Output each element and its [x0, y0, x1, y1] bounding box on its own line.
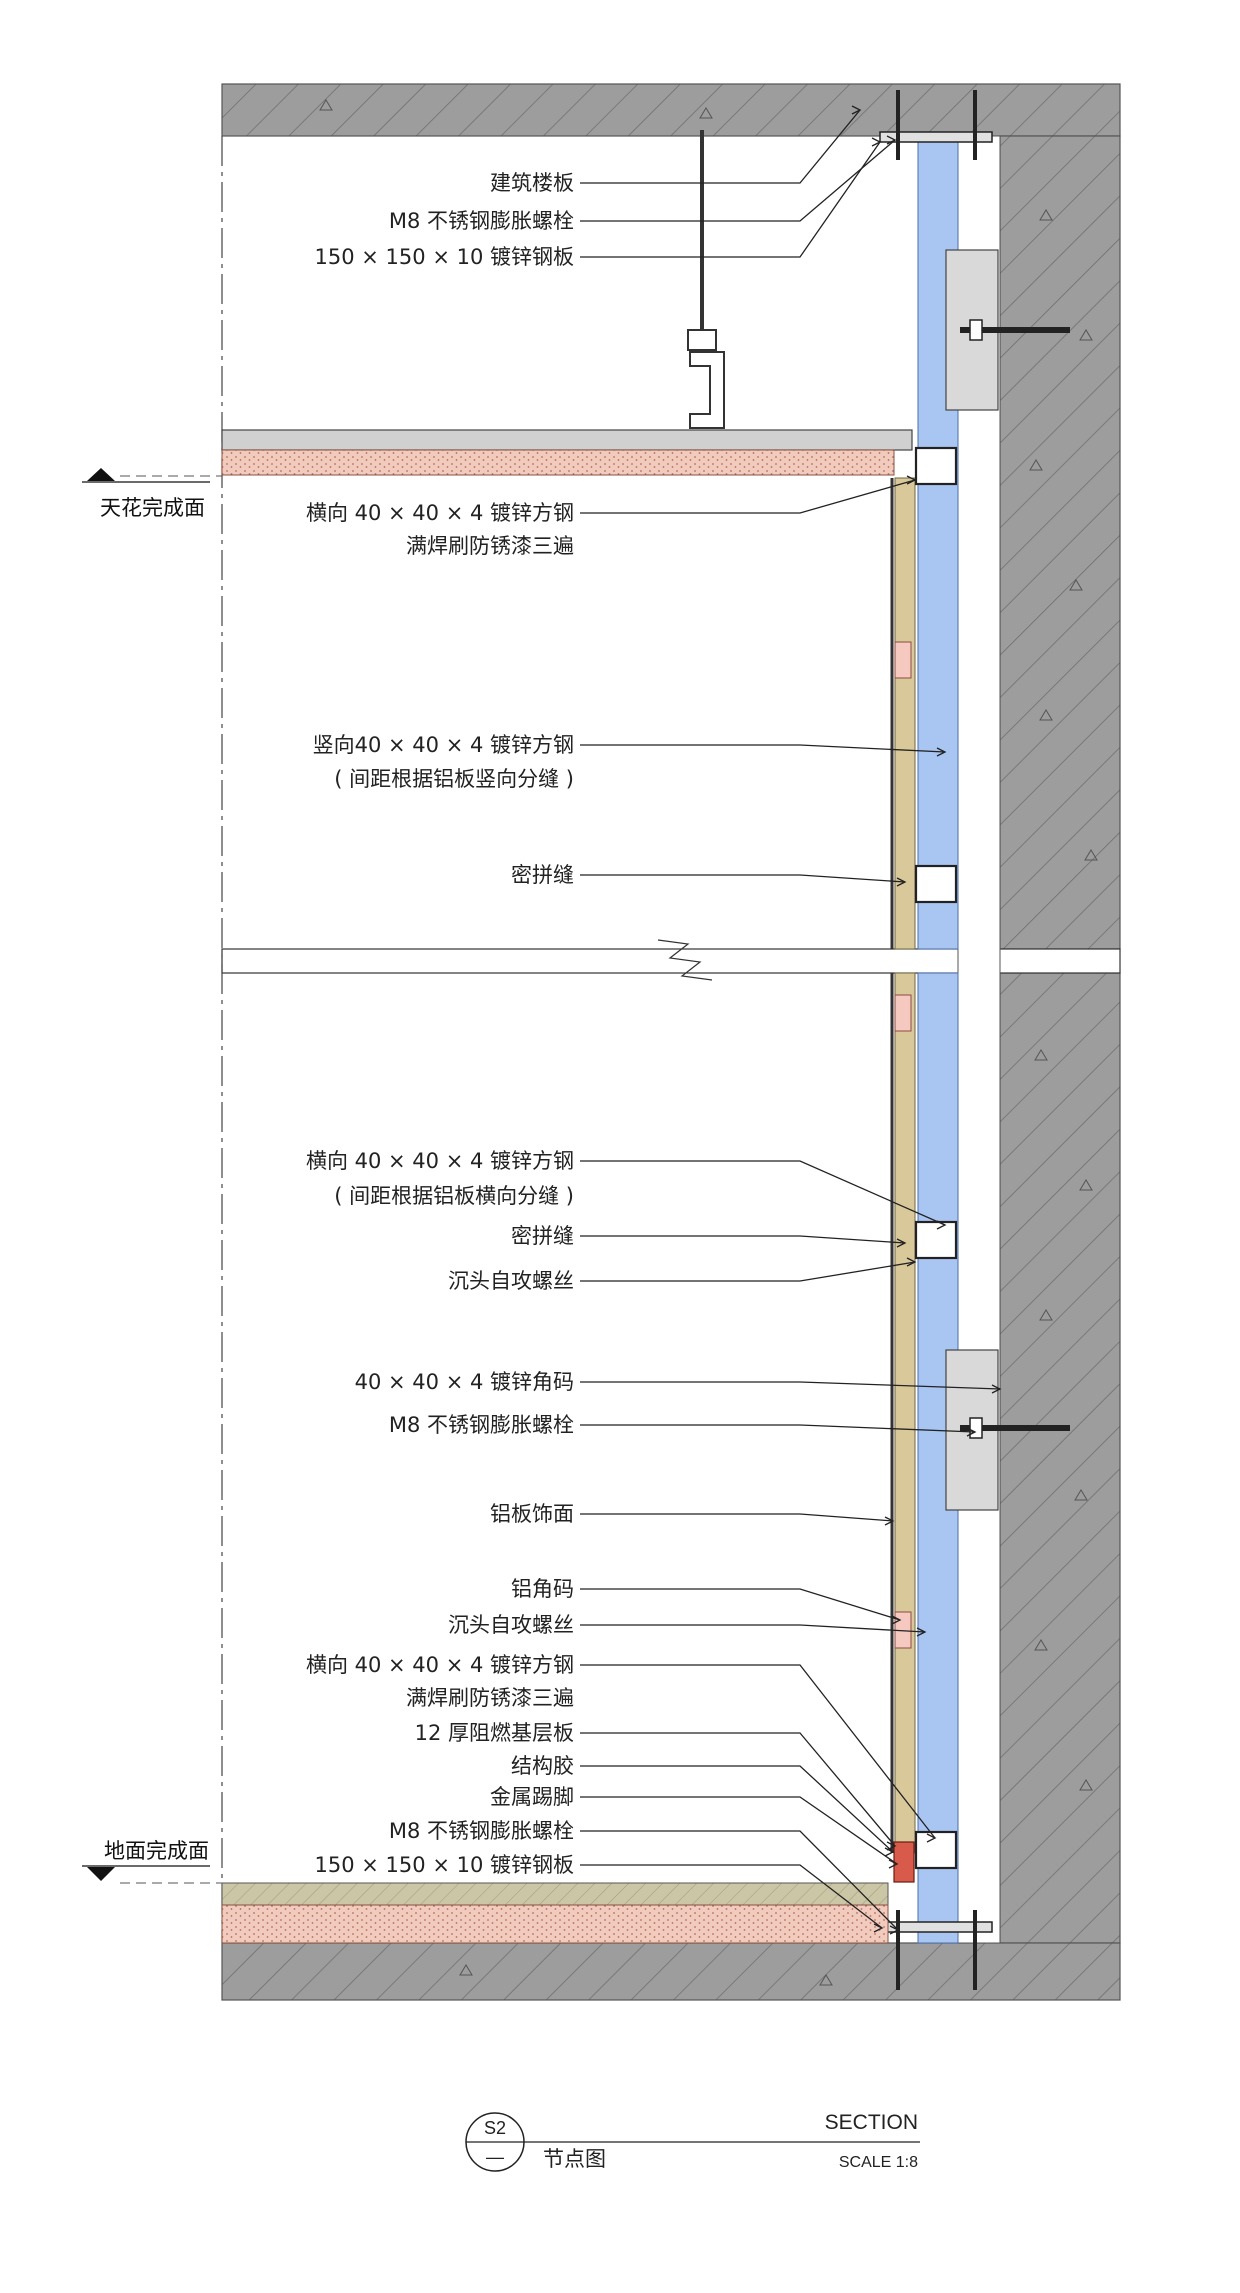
leader-arrowhead [884, 1847, 895, 1857]
callout-leader [580, 1830, 899, 1931]
callout-label: 铝板饰面 [490, 1502, 574, 1526]
callout-label: 150 × 150 × 10 镀锌钢板 [315, 245, 574, 269]
callout-label: 竖向40 × 40 × 4 镀锌方钢 [313, 733, 574, 757]
floor-slab [221, 1942, 1121, 2001]
section-title: SECTION [825, 2111, 918, 2134]
leader-arrowhead [906, 1257, 917, 1267]
callout-label: ( 间距根据铝板竖向分缝 ) [334, 767, 574, 791]
anchor-nut-lower [969, 1417, 983, 1439]
callout-leader [580, 1381, 1001, 1390]
base-board-lower [894, 972, 916, 1854]
break-symbol [657, 939, 713, 981]
symbol-bottom-text: — [486, 2147, 504, 2167]
callout-label: M8 不锈钢膨胀螺栓 [389, 1413, 574, 1437]
symbol-top-text: S2 [484, 2118, 506, 2138]
callout-label: 横向 40 × 40 × 4 镀锌方钢 [306, 1149, 574, 1173]
callout-leader [580, 1664, 936, 1839]
callout-leaders [580, 105, 1002, 1935]
callout-label: M8 不锈钢膨胀螺栓 [389, 1819, 574, 1843]
callout-leader [580, 744, 946, 753]
ceiling-slab [221, 83, 1121, 137]
callout-leader [580, 874, 906, 883]
callout-label: 密拼缝 [511, 1224, 574, 1248]
callout-label: 结构胶 [511, 1754, 574, 1778]
leader-arrowhead [851, 105, 862, 115]
callout-label: 铝角码 [511, 1577, 574, 1601]
callout-label: 12 厚阻燃基层板 [415, 1721, 574, 1745]
leader-arrowhead [871, 137, 882, 147]
leader-arrowhead [896, 1238, 907, 1248]
leader-arrowhead [991, 1384, 1002, 1394]
anchor-nut-upper [969, 319, 983, 341]
callout-label: 150 × 150 × 10 镀锌钢板 [315, 1853, 574, 1877]
leader-arrowhead [966, 1427, 977, 1437]
section-name: 节点图 [543, 2148, 606, 2171]
floor-level-text: 地面完成面 [104, 1839, 209, 1863]
callout-leader [580, 109, 861, 184]
structural-wall-lower [999, 972, 1121, 1944]
leader-arrowhead [906, 475, 917, 485]
aggregate-marks [319, 99, 1098, 1986]
leader-arrowhead [936, 747, 947, 757]
ceiling-board [221, 429, 913, 451]
callout-label: 40 × 40 × 4 镀锌角码 [355, 1370, 574, 1394]
leader-arrowhead [889, 1925, 900, 1935]
callout-label: 建筑楼板 [490, 171, 574, 195]
floor-screed [221, 1882, 889, 1906]
ceiling-level-text: 天花完成面 [100, 496, 205, 520]
callout-label: M8 不锈钢膨胀螺栓 [389, 209, 574, 233]
callout-leader [580, 1624, 926, 1633]
callout-leader [580, 479, 916, 514]
callout-leader [580, 1732, 896, 1847]
leader-arrowhead [873, 1923, 884, 1933]
leader-arrowhead [884, 1516, 895, 1526]
callout-leader [580, 1235, 906, 1244]
leader-arrowhead [936, 1220, 947, 1230]
callout-label: 沉头自攻螺丝 [448, 1613, 574, 1637]
leader-arrowhead [886, 135, 897, 145]
callout-leader [580, 1513, 894, 1522]
callout-label: 沉头自攻螺丝 [448, 1269, 574, 1293]
cavity-gap [957, 135, 1001, 1944]
callout-leader [580, 1796, 898, 1865]
ceiling-level-marker: 天花完成面 [82, 468, 222, 520]
callout-leader [580, 1588, 901, 1621]
leader-arrowhead [891, 1615, 902, 1625]
hanger-channel [689, 351, 725, 429]
callout-label: 金属踢脚 [490, 1785, 574, 1809]
floor-insulation [221, 1904, 889, 1944]
callout-leader [580, 1160, 946, 1226]
callout-leader [580, 139, 896, 222]
structural-wall-upper [999, 135, 1121, 950]
callout-leader [580, 141, 881, 258]
callout-label: 满焊刷防锈漆三遍 [406, 1686, 574, 1710]
callout-label: ( 间距根据铝板横向分缝 ) [334, 1184, 574, 1208]
callout-leader [580, 1864, 883, 1929]
callout-leader [580, 1424, 976, 1433]
leader-arrowhead [888, 1859, 899, 1869]
floor-level-marker: 地面完成面 [82, 1839, 222, 1884]
leader-arrowhead [926, 1833, 937, 1843]
square-tubes [914, 446, 958, 1870]
callout-label: 满焊刷防锈漆三遍 [406, 534, 574, 558]
callout-leader [580, 1261, 916, 1282]
ceiling-insulation [221, 449, 895, 476]
title-block: S2 — SECTION SCALE 1:8 节点图 [465, 2111, 920, 2172]
base-board-upper [894, 477, 916, 950]
callout-leader [580, 1765, 894, 1853]
callout-label: 横向 40 × 40 × 4 镀锌方钢 [306, 501, 574, 525]
leader-arrowhead [916, 1627, 927, 1637]
hanger-clip [687, 329, 717, 351]
callout-label: 横向 40 × 40 × 4 镀锌方钢 [306, 1653, 574, 1677]
metal-skirting [893, 1841, 915, 1883]
scale-text: SCALE 1:8 [839, 2154, 918, 2171]
steel-plate-top [879, 131, 993, 143]
leader-arrowhead [896, 877, 907, 887]
callout-label: 密拼缝 [511, 863, 574, 887]
